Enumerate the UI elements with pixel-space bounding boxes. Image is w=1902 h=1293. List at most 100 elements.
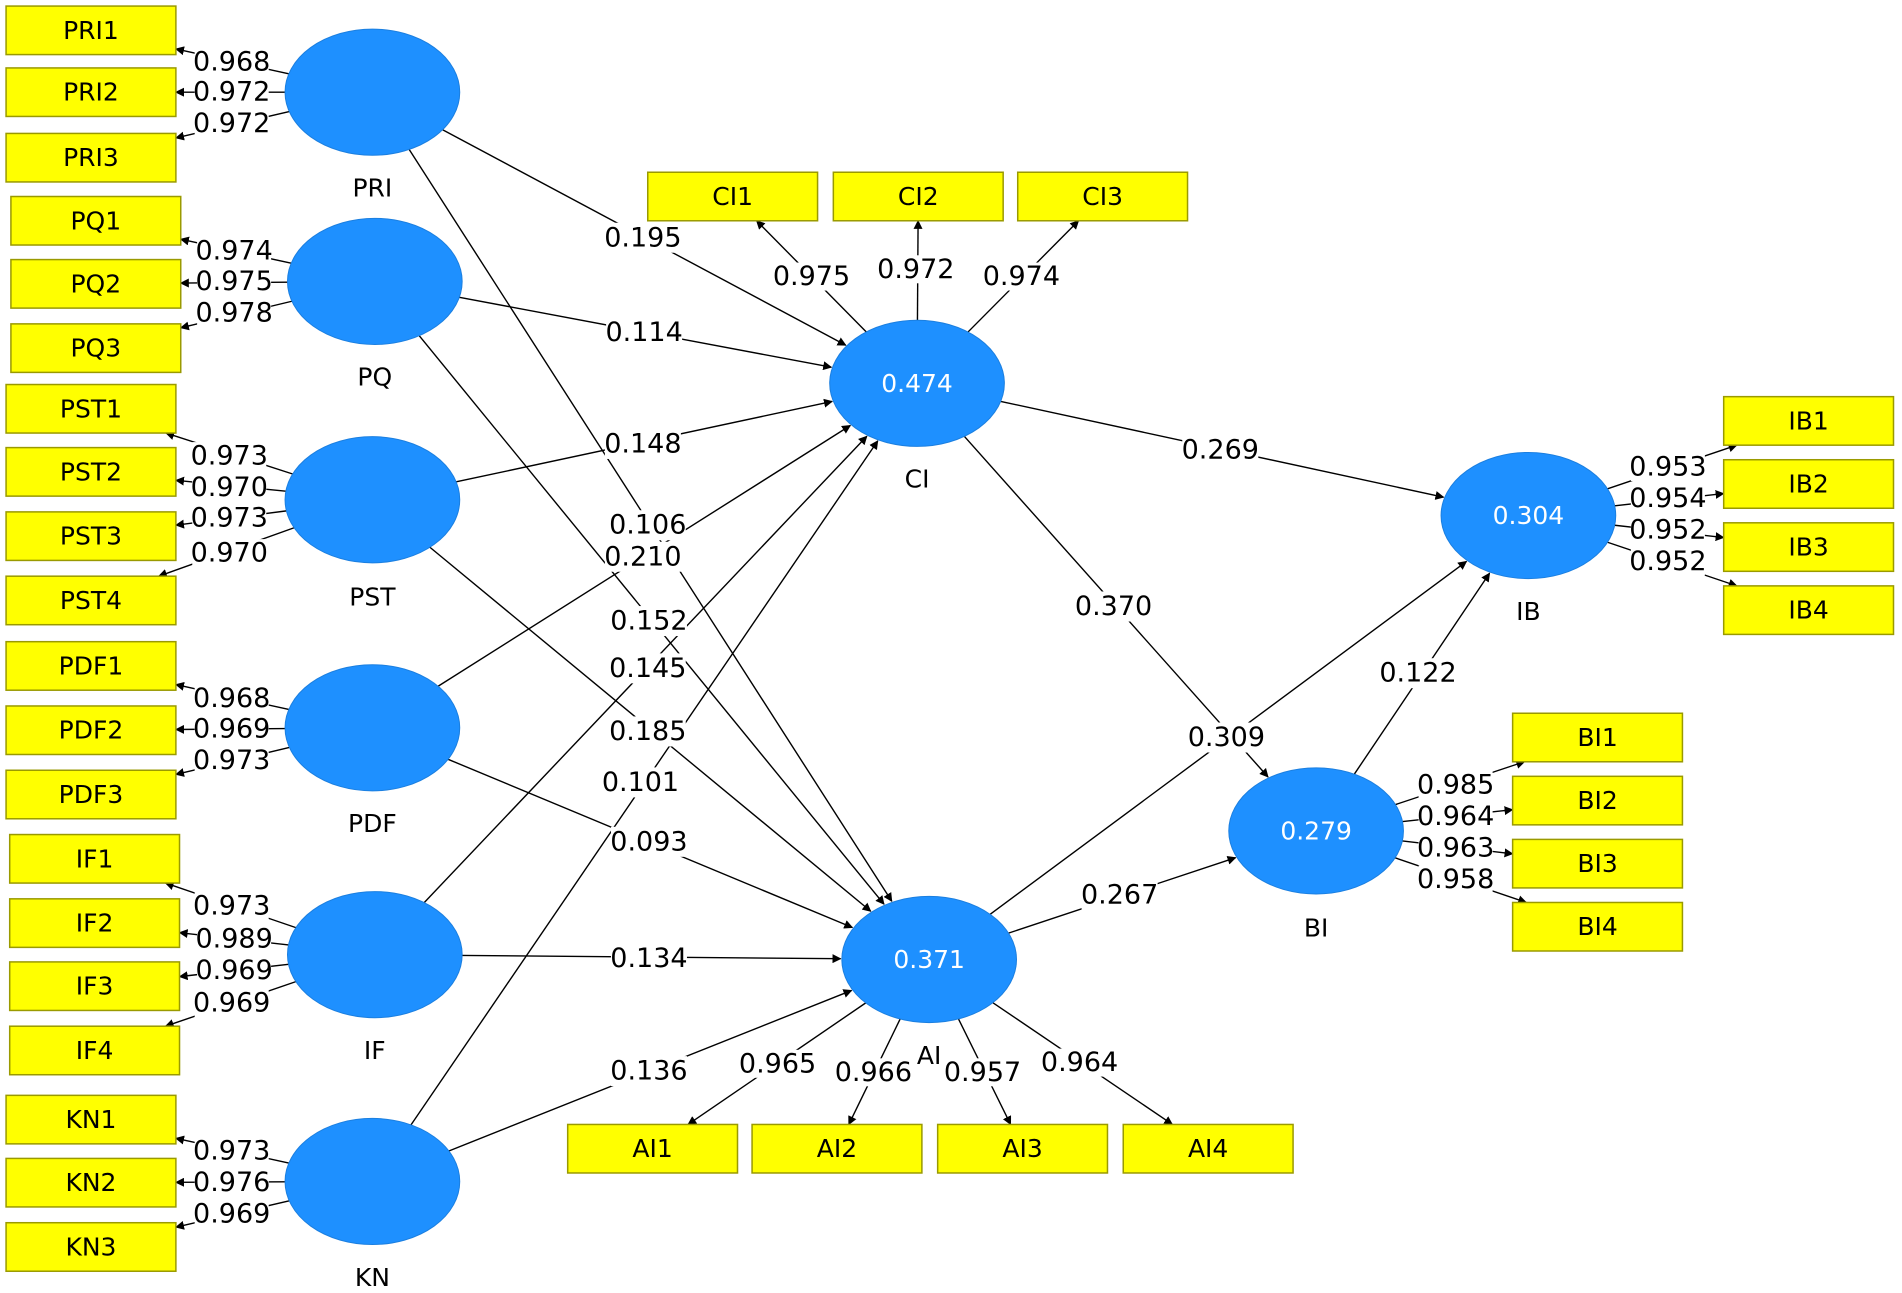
loading-label-background [197, 924, 272, 953]
path-coefficient-background [610, 1056, 687, 1087]
indicator-pst4[interactable]: PST4 [5, 575, 177, 626]
indicator-label: KN2 [65, 1168, 116, 1197]
indicator-label: IB1 [1788, 406, 1828, 435]
indicator-pri2[interactable]: PRI2 [5, 67, 177, 118]
indicator-ai2[interactable]: AI2 [751, 1123, 923, 1174]
construct-pq[interactable]: PQ [286, 217, 463, 392]
construct-name: KN [355, 1263, 390, 1292]
indicator-pq2[interactable]: PQ2 [10, 258, 182, 309]
indicator-pq3[interactable]: PQ3 [10, 323, 182, 374]
indicator-ci2[interactable]: CI2 [832, 171, 1004, 222]
loading-label-background [197, 298, 272, 327]
indicator-pdf1[interactable]: PDF1 [5, 640, 177, 691]
indicator-pdf3[interactable]: PDF3 [5, 769, 177, 820]
loading-label-background [194, 989, 269, 1018]
indicator-label: PQ3 [70, 334, 121, 363]
indicator-label: AI1 [632, 1134, 672, 1163]
indicator-pri1[interactable]: PRI1 [5, 5, 177, 56]
indicator-ai3[interactable]: AI3 [936, 1123, 1109, 1174]
indicator-pst3[interactable]: PST3 [5, 511, 177, 562]
indicator-bi4[interactable]: BI4 [1511, 901, 1684, 952]
loading-value-pq3: 0.978 [195, 297, 272, 328]
indicator-pri3[interactable]: PRI3 [5, 132, 177, 183]
loading-label-background [1630, 547, 1705, 576]
indicator-box [832, 171, 1004, 222]
indicator-pdf2[interactable]: PDF2 [5, 705, 177, 756]
indicator-pst2[interactable]: PST2 [5, 446, 177, 497]
indicator-kn3[interactable]: KN3 [5, 1221, 177, 1272]
indicator-ci3[interactable]: CI3 [1016, 171, 1189, 222]
indicator-ib4[interactable]: IB4 [1722, 585, 1895, 636]
indicator-label: AI2 [817, 1134, 857, 1163]
indicator-ib2[interactable]: IB2 [1722, 458, 1895, 510]
indicator-if4[interactable]: IF4 [8, 1025, 181, 1076]
indicator-if2[interactable]: IF2 [8, 898, 181, 949]
construct-pdf[interactable]: PDF [284, 664, 461, 838]
indicator-label: PRI3 [63, 143, 119, 172]
indicator-box [1511, 775, 1684, 826]
indicator-ci1[interactable]: CI1 [646, 171, 819, 222]
loading-value-ci1: 0.975 [773, 261, 850, 292]
indicator-box [5, 511, 177, 562]
indicator-box [8, 961, 181, 1012]
loading-label-background [984, 262, 1059, 291]
indicator-label: CI2 [898, 182, 939, 211]
indicator-label: PST1 [60, 394, 122, 423]
indicator-box [10, 258, 182, 309]
indicator-bi3[interactable]: BI3 [1511, 838, 1684, 889]
indicator-label: PQ1 [70, 206, 121, 235]
indicator-box [8, 1025, 181, 1076]
indicator-kn1[interactable]: KN1 [5, 1094, 177, 1145]
indicator-ib3[interactable]: IB3 [1722, 522, 1895, 573]
construct-name: AI [917, 1041, 941, 1070]
construct-kn[interactable]: KN [284, 1117, 461, 1292]
indicator-ib1[interactable]: IB1 [1722, 395, 1895, 446]
indicator-if1[interactable]: IF1 [8, 833, 181, 884]
indicator-ai1[interactable]: AI1 [566, 1123, 739, 1174]
indicator-box [5, 1094, 177, 1145]
indicator-bi2[interactable]: BI2 [1511, 775, 1684, 826]
indicator-box [10, 195, 182, 246]
construct-ellipse [1228, 767, 1404, 895]
loading-value-bi3: 0.963 [1417, 832, 1494, 863]
path-coefficient-background [606, 317, 683, 348]
path-coefficient-background [1182, 435, 1259, 466]
indicator-label: IF4 [76, 1036, 114, 1065]
loading-value-bi1: 0.985 [1417, 769, 1494, 800]
indicator-box [1722, 585, 1895, 636]
construct-if[interactable]: IF [286, 891, 463, 1065]
indicator-box [1722, 458, 1895, 510]
indicator-label: IB4 [1788, 596, 1828, 625]
indicator-label: PDF2 [59, 716, 124, 745]
construct-name: CI [905, 465, 930, 494]
indicator-label: PST3 [60, 522, 122, 551]
indicator-pq1[interactable]: PQ1 [10, 195, 182, 246]
indicator-kn2[interactable]: KN2 [5, 1157, 177, 1208]
construct-r-squared: 0.371 [893, 945, 965, 974]
loading-label-background [878, 255, 953, 284]
indicator-if3[interactable]: IF3 [8, 961, 181, 1012]
construct-pst[interactable]: PST [284, 436, 461, 612]
indicator-label: PQ2 [70, 269, 121, 298]
indicator-label: PRI1 [63, 16, 119, 45]
construct-name: BI [1304, 913, 1329, 942]
indicator-ai4[interactable]: AI4 [1122, 1123, 1294, 1174]
construct-pri[interactable]: PRI [284, 28, 461, 203]
construct-ellipse [286, 891, 463, 1019]
loading-label-background [194, 715, 269, 744]
indicator-pst1[interactable]: PST1 [5, 383, 177, 434]
path-coefficient-if-ci: 0.145 [609, 653, 686, 684]
loading-label-background [192, 503, 267, 532]
indicator-label: IB2 [1788, 469, 1828, 498]
coefficient-labels-layer: 0.1950.1060.1140.1520.1480.1850.2100.093… [191, 46, 1707, 1229]
indicator-box [751, 1123, 923, 1174]
loading-label-background [1630, 516, 1705, 545]
indicator-label: PST2 [60, 457, 122, 486]
path-coefficient-if-ai: 0.134 [610, 943, 687, 974]
indicator-bi1[interactable]: BI1 [1511, 712, 1684, 763]
loading-label-background [194, 746, 269, 775]
